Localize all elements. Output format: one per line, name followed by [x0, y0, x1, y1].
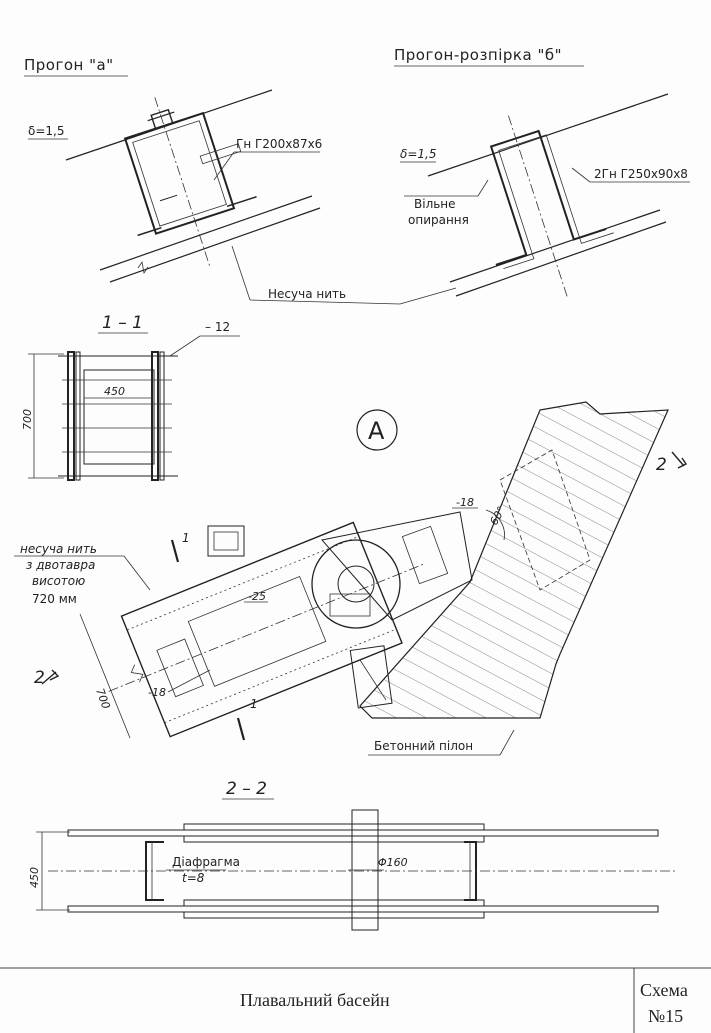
project-name: Плавальний басейн [240, 990, 390, 1010]
free-support-label-line1: Вільне [414, 197, 456, 211]
detail-a: А несуча нить з двотавра висотою 72 [14, 401, 688, 756]
section-2-2: 2 – 2 Φ160 Діафрагма t=8 450 [28, 779, 678, 931]
bearing-cable-label: Несуча нить [268, 287, 346, 301]
purlin-a-title: Прогон "а" [24, 56, 114, 74]
purlin-a-profile: Гн Г200х87х6 [236, 137, 322, 151]
concrete-pylon [359, 401, 669, 719]
cut-1-bottom: 1 [250, 697, 258, 711]
section-2-2-title: 2 – 2 [226, 779, 267, 799]
section-2-height: 450 [28, 867, 41, 888]
section-1-height: 700 [21, 409, 34, 430]
title-block: Плавальний басейн Схема №15 [0, 967, 711, 1033]
free-support-label-line2: опирання [408, 213, 469, 227]
purlin-b-title: Прогон-розпірка "б" [394, 46, 562, 64]
plate-18-upper: -18 [456, 496, 474, 509]
scheme-number: №15 [648, 1006, 683, 1026]
diaphragm-line2: t=8 [182, 871, 205, 885]
pin-diameter: Φ160 [378, 856, 408, 869]
purlin-b-profile: 2Гн Г250х90х8 [594, 167, 688, 181]
detail-a-marker-circle [356, 409, 398, 451]
cut-2-right: 2 [656, 455, 667, 475]
detail-cable-line2: з двотавра [26, 558, 95, 572]
diaphragm-line1: Діафрагма [172, 855, 240, 869]
purlin-b-detail: Прогон-розпірка "б" δ=1,5 2Гн Г250х90х8 … [394, 46, 690, 297]
detail-a-marker: А [368, 417, 385, 445]
cut-1-top: 1 [182, 531, 190, 545]
section-1-1-title: 1 – 1 [102, 313, 143, 333]
purlin-b-delta: δ=1,5 [400, 147, 436, 161]
detail-dim-700: 700 [93, 687, 112, 711]
detail-cable-line3: висотою [32, 574, 85, 588]
scheme-label: Схема [640, 980, 688, 1000]
pylon-label: Бетонний пілон [374, 739, 473, 753]
plate-12-label: – 12 [205, 320, 230, 334]
purlin-a-delta: δ=1,5 [28, 124, 64, 138]
cut-2-left: 2 [34, 668, 45, 688]
purlin-a-detail: Прогон "а" δ=1,5 Гн Г200х87х6 [24, 56, 401, 305]
detail-cable-line4: 720 мм [32, 592, 77, 606]
section-1-width: 450 [104, 385, 125, 398]
section-1-1: 1 – 1 – 12 450 700 [21, 313, 240, 481]
detail-cable-line1: несуча нить [20, 542, 97, 556]
plate-18-lower: -18 [148, 686, 166, 699]
plate-25: -25 [248, 590, 266, 603]
